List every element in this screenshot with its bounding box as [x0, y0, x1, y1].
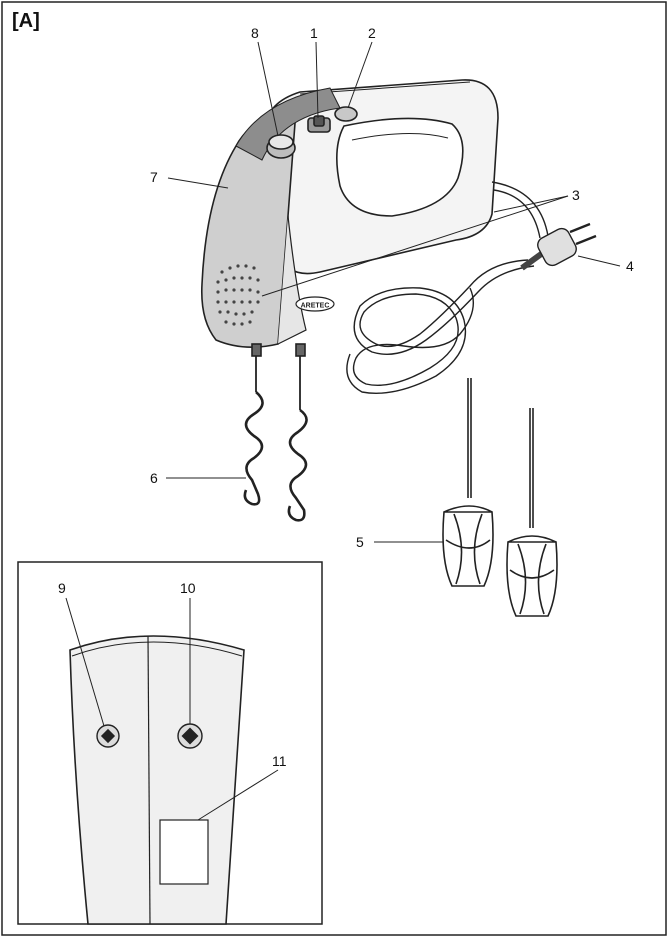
eject-button-top — [268, 134, 294, 150]
brand-badge — [295, 296, 335, 312]
socket-9-square — [100, 728, 116, 744]
leader-8 — [257, 41, 279, 137]
plug-pin-2 — [575, 234, 597, 246]
beater-right-whisk — [506, 535, 558, 617]
callout-5: 5 — [356, 534, 364, 550]
leader-2 — [347, 41, 373, 109]
brand-logo-text: ARETEC — [301, 303, 330, 310]
leader-3b — [261, 195, 569, 297]
rating-label — [159, 819, 209, 885]
callout-9: 9 — [58, 580, 66, 596]
dough-hooks — [243, 356, 308, 522]
handle-opening-inner — [351, 133, 449, 141]
callout-2: 2 — [368, 25, 376, 41]
power-plug — [537, 227, 577, 267]
socket-10-square — [181, 727, 199, 745]
leader-7 — [167, 177, 229, 189]
leader-4 — [577, 255, 621, 267]
hook-right-spiral — [287, 408, 308, 522]
leader-9 — [65, 597, 105, 727]
cord-strain-relief — [520, 249, 546, 271]
callout-7: 7 — [150, 169, 158, 185]
cord-upper-2 — [493, 189, 541, 239]
callout-11: 11 — [272, 753, 287, 769]
socket-left — [251, 343, 262, 357]
handle-opening — [336, 117, 464, 217]
turbo-button[interactable] — [334, 106, 358, 122]
hand-mixer: ARETEC — [200, 79, 499, 357]
vent-grille — [216, 264, 260, 326]
callout-numbers: 1 2 8 7 3 4 6 5 9 10 11 — [58, 25, 634, 769]
leader-1 — [315, 41, 319, 119]
speed-switch-knob — [313, 115, 325, 127]
callout-4: 4 — [626, 258, 634, 274]
leader-lines — [166, 41, 621, 543]
plug-pin-1 — [569, 222, 591, 234]
leader-11 — [197, 769, 279, 821]
bottom-view-inset — [17, 561, 323, 925]
callout-8: 8 — [251, 25, 259, 41]
underside-seam — [147, 635, 151, 925]
figure-label: [A] — [12, 10, 40, 32]
callout-6: 6 — [150, 470, 158, 486]
underside-body — [69, 635, 245, 925]
body-side — [277, 215, 307, 345]
socket-right — [295, 343, 306, 357]
hook-left-spiral — [243, 391, 264, 506]
cord-upper — [491, 181, 549, 237]
callout-1: 1 — [310, 25, 318, 41]
cord-loops-2 — [346, 265, 535, 394]
underside-top-edge — [71, 641, 243, 657]
callout-10: 10 — [180, 580, 196, 596]
leader-3a — [493, 195, 569, 213]
cord-loops — [352, 259, 529, 386]
beater-left-whisk — [442, 505, 494, 587]
beaters — [442, 378, 558, 617]
power-cord — [346, 181, 597, 394]
callout-3: 3 — [572, 187, 580, 203]
